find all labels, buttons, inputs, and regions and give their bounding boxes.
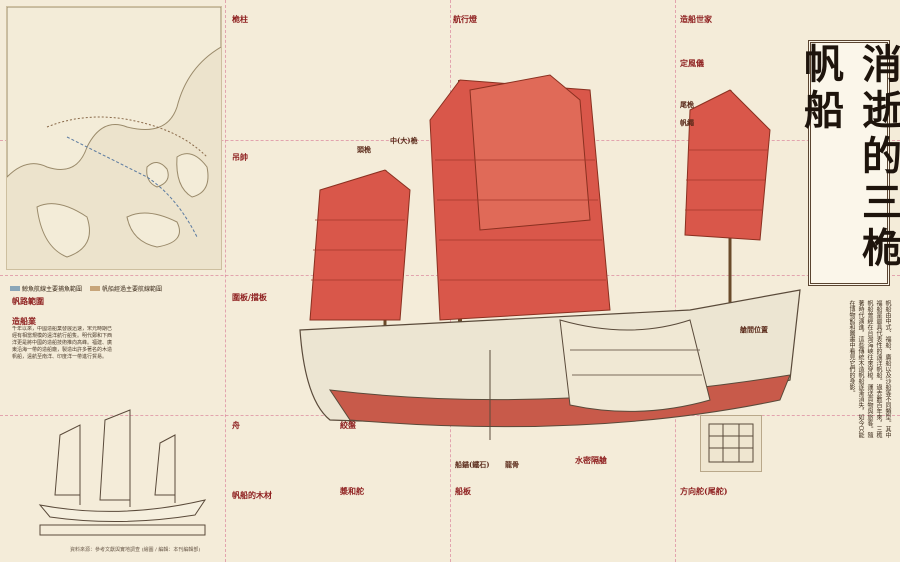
section-text: 千年以來，中國造船業發展迅速，宋元時期已經有相當規模的遠洋航行船隻。明代鄭和下西…	[12, 326, 112, 360]
label-tou-fan: 頭桅	[357, 145, 371, 154]
section-heading: 定風儀	[680, 58, 704, 68]
section-heading: 方向舵(尾舵)	[680, 486, 728, 496]
legend-item: 帆船經過主要航線範圍	[90, 284, 162, 293]
map-legend: 鯨魚航線主要捕魚範圍 帆船經過主要航線範圍	[10, 284, 220, 293]
section-heading: 造船世家	[680, 14, 712, 24]
label-cang-wei-zhi: 艙間位置	[740, 325, 768, 334]
rudder-illustration	[700, 415, 762, 472]
label-wei-fan: 尾桅	[680, 100, 694, 109]
section-heading: 航行燈	[453, 14, 477, 24]
main-ship-illustration	[290, 20, 810, 480]
section-heading: 吊帥	[232, 152, 248, 162]
section-heading: 造船業	[12, 316, 36, 326]
label-long-gu: 龍骨	[505, 460, 519, 469]
junk-sketch	[20, 395, 220, 540]
section-heading: 圍板/擋板	[232, 292, 267, 302]
section-heading: 舟	[232, 420, 240, 430]
section-heading: 槳和舵	[340, 486, 364, 496]
section-heading: 絞盤	[340, 420, 356, 430]
section-heading: 桅柱	[232, 14, 248, 24]
poster-title: 消逝的三桅帆船	[797, 40, 900, 286]
guide-line	[225, 0, 226, 562]
section-heading: 船板	[455, 486, 471, 496]
intro-text: 帆船由中式、福船、廣船以及沙船等不同類型。其中福船是最具代表性的遠洋帆船。過去數…	[848, 300, 891, 438]
section-heading: 帆船的木材	[232, 490, 272, 500]
label-zhong-fan: 中(大)桅	[390, 136, 418, 145]
label-chuan-ling: 船錨(鐵石)	[455, 460, 490, 469]
section-heading: 帆路範圍	[12, 296, 44, 306]
section-heading: 水密隔艙	[575, 455, 607, 465]
footer-source: 資料來源：參考文獻與實地調查 (繪圖 / 編輯：本刊編輯部)	[70, 547, 201, 553]
sea-route-map	[6, 6, 222, 270]
legend-item: 鯨魚航線主要捕魚範圍	[10, 284, 82, 293]
label-fan-sheng: 帆繩	[680, 118, 694, 127]
guide-line	[675, 0, 676, 562]
